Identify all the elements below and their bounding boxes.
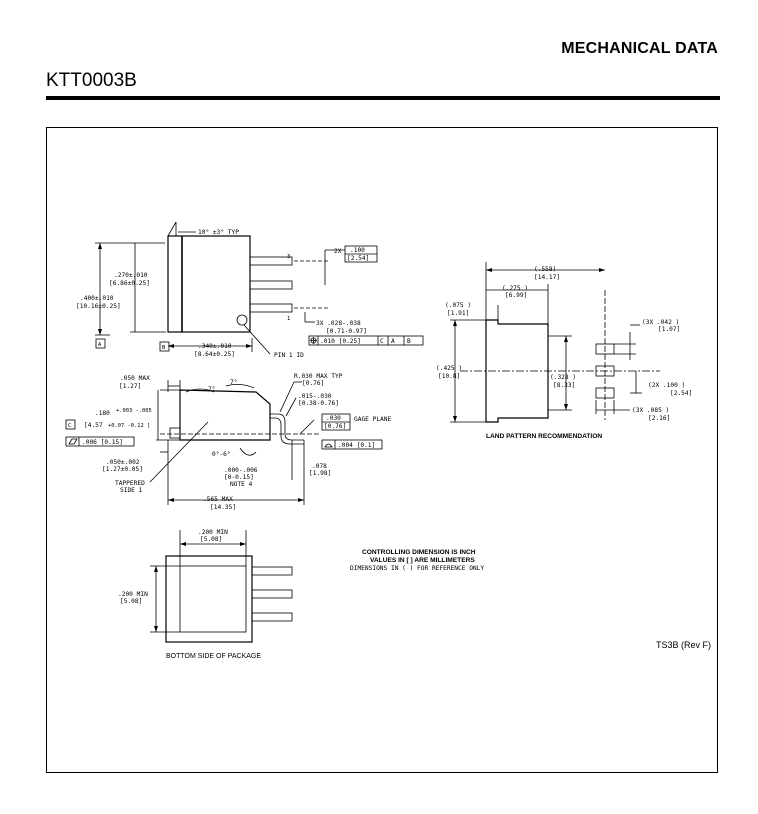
gage-mm-label: [0.76] (324, 423, 346, 430)
lp-100-label: (2X .100 ) (648, 382, 685, 389)
lp-085-label: (3X .085 ) (632, 407, 669, 414)
datum-c-box-label: C (68, 423, 71, 429)
flatness-label: .006 [0.15] (82, 439, 123, 446)
land-pattern-caption: LAND PATTERN RECOMMENDATION (486, 433, 602, 440)
revision-label: TS3B (Rev F) (656, 640, 711, 650)
datum-b-ref: B (407, 338, 411, 345)
profile-label: .004 [0.1] (338, 442, 375, 449)
length-565-mm-label: [14.35] (210, 504, 236, 511)
height-270-label: .270±.010 (114, 272, 148, 279)
height-180-label: .180 (95, 410, 110, 417)
standoff-050-mm-label: [1.27±0.05] (102, 466, 143, 473)
radius-mm-label: [0.76] (302, 380, 324, 387)
lp-075-mm-label: [1.91] (447, 310, 469, 317)
position-tolerance-label: .010 [0.25] (320, 338, 361, 345)
pin1-id-label: PIN 1 ID (274, 352, 304, 359)
lead-thickness-label: .015-.030 (298, 393, 332, 400)
header-rule (46, 96, 720, 100)
drawing-frame (46, 127, 718, 773)
lp-100-mm-label: [2.54] (670, 390, 692, 397)
height-400-mm-label: [10.16±0.25] (76, 303, 121, 310)
lp-075-label: (.075 ) (445, 302, 471, 309)
datum-a-ref: A (391, 338, 395, 345)
angle-0-6-label: 0°-6° (212, 450, 231, 458)
note-line-2: VALUES IN [ ] ARE MILLIMETERS (370, 557, 475, 564)
lead-thickness-mm-label: [0.38-0.76] (298, 400, 339, 407)
body-340-label: .340±.010 (198, 343, 232, 350)
standoff-000-mm-label: [0-0.15] (224, 474, 254, 481)
lp-275-mm-label: [6.99] (505, 292, 527, 299)
height-457-tol-label: +0.07 -0.12 ] (108, 423, 150, 429)
angle-7b-label: 7° (230, 378, 237, 386)
lp-328-label: (.328 ) (550, 374, 576, 381)
height-270-mm-label: [6.86±0.25] (109, 280, 150, 287)
datum-c-ref: C (380, 338, 384, 345)
pitch-inch-label: .100 (350, 247, 365, 254)
dim-050-max-label: .050 MAX (120, 375, 150, 382)
tapered-label-1: TAPPERED (115, 480, 145, 487)
gage-inch-label: .030 (326, 415, 341, 422)
radius-label: R.030 MAX TYP (294, 373, 343, 380)
length-565-label: .565 MAX (203, 496, 233, 503)
side-view (95, 221, 424, 355)
note-line-3: DIMENSIONS IN ( ) FOR REFERENCE ONLY (350, 565, 484, 572)
lp-042-mm-label: [1.07] (658, 326, 680, 333)
angle-7a-label: 7° (208, 385, 215, 393)
datum-a-box-label: A (98, 342, 102, 348)
lp-overall-mm-label: [14.17] (534, 274, 560, 281)
pin-3-label: 3 (287, 254, 290, 260)
foot-078-label: .078 (312, 463, 327, 470)
body-340-mm-label: [8.64±0.25] (194, 351, 235, 358)
lp-042-label: (3X .042 ) (642, 319, 679, 326)
note-line-1: CONTROLLING DIMENSION IS INCH (362, 549, 476, 556)
draft-angle-label: 10° ±3° TYP (198, 228, 239, 236)
pitch-count-label: 2X (334, 248, 342, 255)
lp-425-label: (.425 ) (436, 365, 462, 372)
lp-overall-label: (.558) (534, 266, 556, 273)
bottom-view-caption: BOTTOM SIDE OF PACKAGE (166, 653, 261, 660)
height-180-tol-label: +.003 -.005 (116, 408, 152, 414)
lead-width-mm-label: [0.71-0.97] (326, 328, 367, 335)
pitch-mm-label: [2.54] (347, 255, 369, 262)
height-400-label: .400±.010 (80, 295, 114, 302)
gage-plane-label: GAGE PLANE (354, 416, 392, 423)
package-code: KTT0003B (46, 70, 137, 91)
lead-width-label: 3X .028-.038 (316, 320, 361, 327)
bottom-width-mm-label: [5.08] (200, 536, 222, 543)
pin-1-label: 1 (287, 316, 290, 322)
arrowheads (98, 243, 605, 632)
bottom-height-mm-label: [5.08] (120, 598, 142, 605)
bottom-width-label: .200 MIN (198, 529, 228, 536)
height-457-label: [4.57 (84, 422, 103, 429)
lp-275-label: (.275 ) (502, 285, 528, 292)
bottom-view (150, 530, 293, 643)
front-view (65, 380, 383, 505)
land-pattern (450, 262, 660, 423)
lp-085-mm-label: [2.16] (648, 415, 670, 422)
standoff-050-label: .050±.002 (106, 459, 140, 466)
tapered-label-2: SIDE 1 (120, 487, 143, 494)
bottom-height-label: .200 MIN (118, 591, 148, 598)
standoff-000-label: .000-.006 (224, 467, 258, 474)
lp-425-mm-label: [10.8] (438, 373, 460, 380)
dim-050-max-mm-label: [1.27] (119, 383, 141, 390)
note4-label: NOTE 4 (230, 481, 253, 488)
section-title: MECHANICAL DATA (561, 40, 718, 57)
lp-328-mm-label: [8.33] (553, 382, 575, 389)
foot-078-mm-label: [1.98] (309, 470, 331, 477)
datum-b-box-label: B (162, 345, 165, 351)
